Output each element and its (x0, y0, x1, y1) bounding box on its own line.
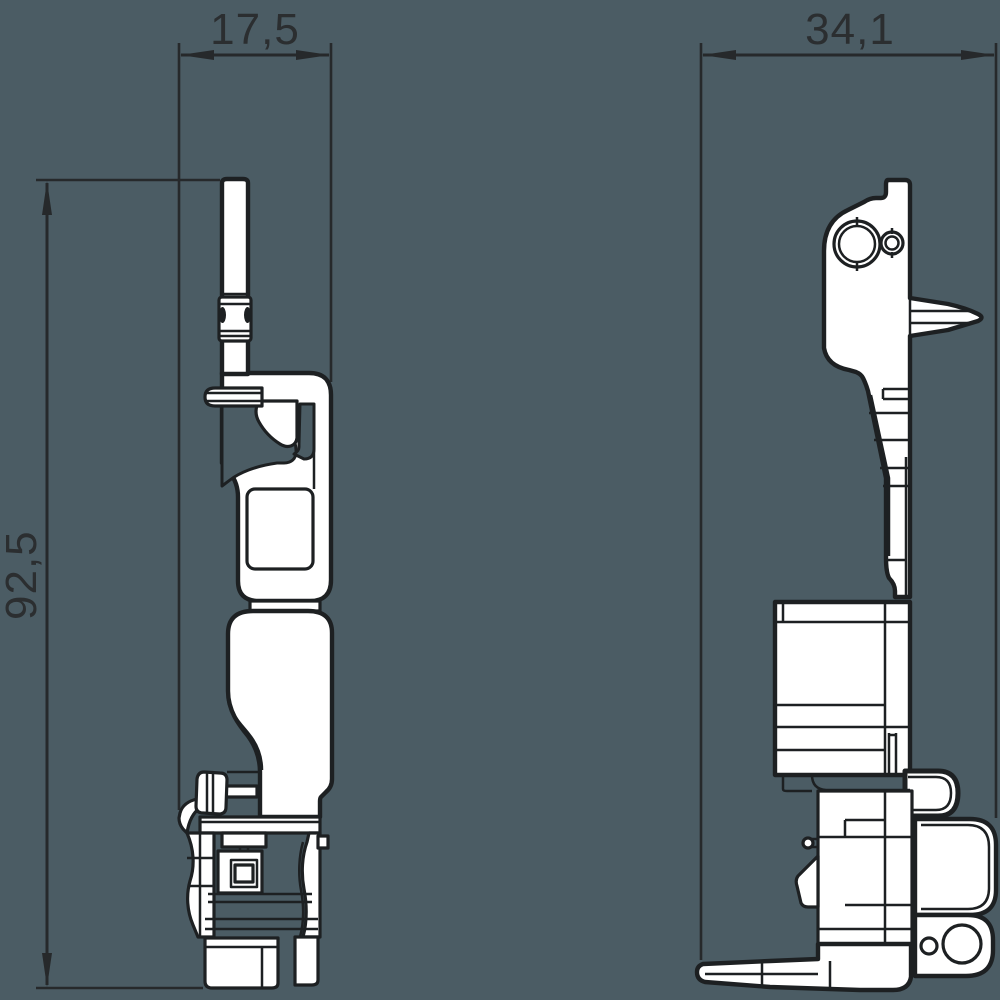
right-upper-box-inner (921, 823, 991, 911)
crimp-indent-right (244, 307, 251, 323)
center-inner-block (233, 863, 255, 884)
lever-knob-lines (205, 772, 215, 814)
lower-box-large-hole (941, 923, 983, 965)
dim-front-width: 17,5 (177, 5, 333, 810)
dim-front-width-value: 17,5 (210, 5, 300, 54)
foot-wedge (794, 854, 820, 909)
arrowhead-right (296, 50, 330, 60)
retention-tab-lines (207, 391, 262, 403)
left-foot (203, 936, 280, 990)
arrowhead-left (702, 50, 736, 60)
crimp-indent-left (219, 307, 226, 323)
retention-tab (203, 386, 264, 408)
foot-column-lines (818, 791, 912, 944)
front-view (177, 176, 335, 990)
left-foot-lines (205, 945, 278, 988)
clamp-inner-line (908, 775, 953, 812)
side-bump-tab (316, 834, 330, 850)
lever-knob (194, 770, 229, 816)
dim-overall-height: 92,5 (0, 178, 220, 990)
foot-knob (801, 836, 815, 850)
center-connect-lines (238, 847, 250, 851)
lever-pin (224, 784, 259, 799)
foot-column (816, 789, 914, 946)
latch-window (245, 487, 315, 571)
clamp-barrel (902, 768, 961, 819)
arrowhead-top (42, 181, 52, 215)
neck-collar-lines (881, 387, 910, 401)
right-upper-box (912, 816, 999, 918)
dim-side-width: 34,1 (699, 5, 998, 960)
right-pillar-line (298, 841, 305, 938)
crossbar (198, 815, 322, 835)
base-bars (205, 892, 318, 931)
arrowhead-right (961, 50, 995, 60)
right-foot-column (293, 935, 320, 987)
dim-side-width-value: 34,1 (805, 5, 895, 54)
contact-pin (219, 176, 251, 377)
base-plate-lines (705, 961, 832, 990)
left-pillar-lines (187, 833, 214, 937)
lower-body (225, 608, 335, 820)
foot-knob-lines (812, 837, 818, 849)
blade-lines (869, 394, 910, 597)
hook-finger (254, 399, 299, 449)
base-plate (694, 941, 914, 993)
protrusion-lines (908, 298, 970, 336)
arrowhead-left (180, 50, 214, 60)
center-inner-frame (229, 858, 259, 889)
center-top-block (220, 831, 268, 849)
s-groove-line (226, 699, 264, 771)
housing-box-lines (775, 602, 910, 775)
housing-box (772, 599, 913, 778)
large-hole (832, 219, 882, 269)
crimp-lines (219, 302, 251, 338)
side-view (694, 177, 999, 993)
foot-step-lines (781, 774, 910, 793)
dim-overall-height-value: 92,5 (0, 530, 46, 620)
lower-box-small-hole (919, 936, 939, 956)
small-hole-inner (884, 235, 900, 251)
right-pillar (300, 831, 322, 939)
arrowhead-bottom (42, 953, 52, 987)
